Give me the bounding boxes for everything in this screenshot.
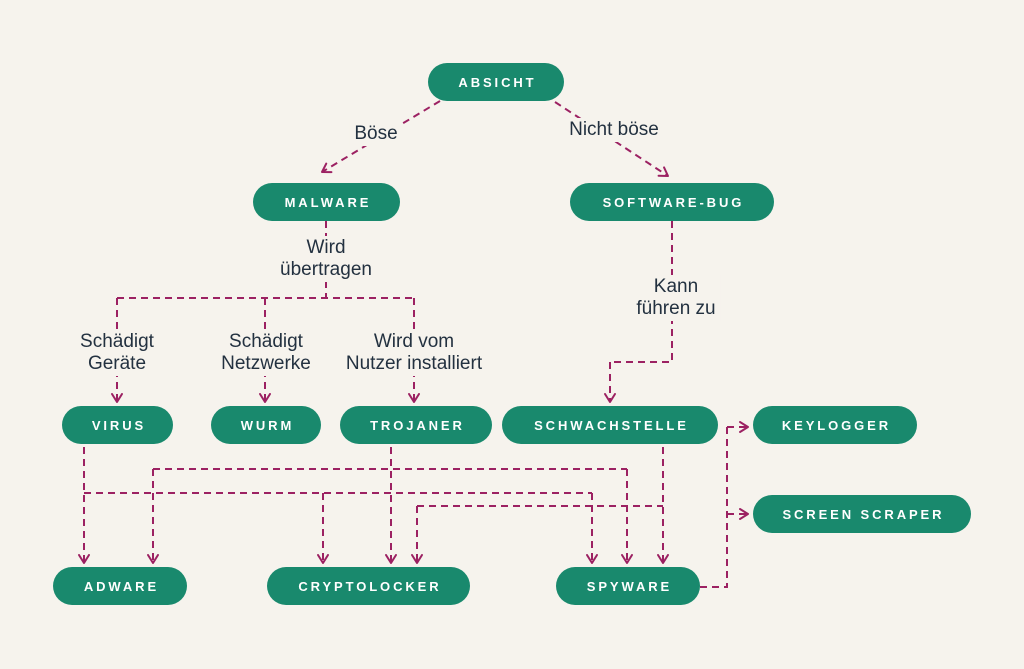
edge-absicht-malware [321, 100, 441, 174]
edge-label-kann-fuehren-zu: Kann führen zu [631, 275, 721, 321]
node-trojaner: TROJANER [340, 406, 492, 444]
node-keylogger: KEYLOGGER [753, 406, 917, 444]
edge-label-nicht-boese: Nicht böse [564, 118, 664, 142]
edge-absicht-softwarebug [554, 101, 669, 177]
edge-label-schaedigt-netzwerke: Schädigt Netzwerke [216, 330, 316, 376]
edge-label-schaedigt-geraete: Schädigt Geräte [75, 330, 159, 376]
node-cryptolocker: CRYPTOLOCKER [267, 567, 470, 605]
node-virus: VIRUS [62, 406, 173, 444]
edge-label-wird-uebertragen: Wird übertragen [275, 236, 377, 282]
node-absicht: ABSICHT [428, 63, 564, 101]
node-malware: MALWARE [253, 183, 400, 221]
edge-label-boese: Böse [349, 122, 403, 146]
node-schwachstelle: SCHWACHSTELLE [502, 406, 718, 444]
node-adware: ADWARE [53, 567, 187, 605]
edge-label-wird-vom-nutzer: Wird vom Nutzer installiert [340, 330, 488, 376]
node-spyware: SPYWARE [556, 567, 700, 605]
node-screen-scraper: SCREEN SCRAPER [753, 495, 971, 533]
node-software-bug: SOFTWARE-BUG [570, 183, 774, 221]
node-wurm: WURM [211, 406, 321, 444]
